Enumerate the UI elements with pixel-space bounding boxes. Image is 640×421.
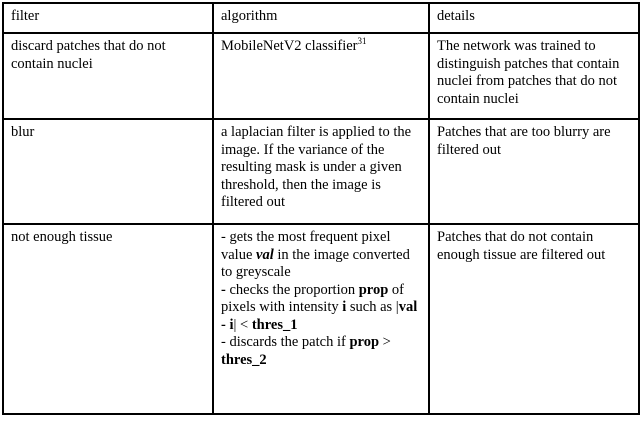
column-header-filter: filter (2, 2, 214, 34)
cell-details-tissue: Patches that do not contain enough tissu… (428, 223, 640, 415)
cell-filter-tissue: not enough tissue (2, 223, 214, 415)
table-row: not enough tissue - gets the most freque… (2, 223, 640, 415)
cell-filter-blur: blur (2, 118, 214, 225)
cell-algorithm-nuclei: MobileNetV2 classifier31 (212, 32, 430, 120)
cell-details-nuclei: The network was trained to distinguish p… (428, 32, 640, 120)
cell-algorithm-tissue: - gets the most frequent pixel value val… (212, 223, 430, 415)
column-header-algorithm: algorithm (212, 2, 430, 34)
cell-filter-nuclei: discard patches that do not contain nucl… (2, 32, 214, 120)
cell-algorithm-blur: a laplacian filter is applied to the ima… (212, 118, 430, 225)
table-header-row: filter algorithm details (2, 2, 640, 34)
column-header-details: details (428, 2, 640, 34)
table-row: blur a laplacian filter is applied to th… (2, 118, 640, 225)
filters-table: filter algorithm details discard patches… (2, 2, 640, 415)
cell-details-blur: Patches that are too blurry are filtered… (428, 118, 640, 225)
table-row: discard patches that do not contain nucl… (2, 32, 640, 120)
